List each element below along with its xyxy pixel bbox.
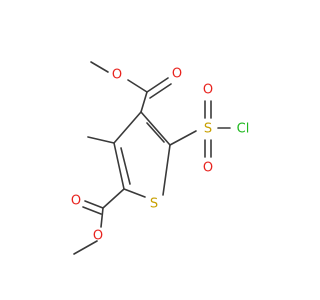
bond-c2-s1 — [123, 188, 146, 198]
bond-ester2-carbonyl-o — [84, 200, 104, 209]
bond-ring-ester2-c — [102, 188, 125, 209]
atom-label-o-ester1-single: O — [112, 68, 122, 83]
bond-c5-c2 — [113, 142, 125, 190]
bond-ester1-methyl — [90, 61, 109, 73]
bond-ester2-single-o — [100, 207, 104, 228]
atom-label-s-ring: S — [150, 197, 158, 212]
bond-c4-c5 — [113, 111, 142, 144]
bond-c5-c2-double — [120, 147, 131, 185]
bond-s1-c-sulfonyl — [162, 144, 171, 196]
molecule-canvas: O O S O O Cl S O O — [70, 61, 250, 255]
bond-ester2-methyl — [73, 240, 98, 255]
atom-label-o-sulfonyl-bottom: O — [203, 161, 213, 176]
atom-label-o-ester1-carbonyl: O — [172, 67, 182, 82]
atom-label-o-ester2-single: O — [93, 229, 103, 244]
bond-ester1-carbonyl-o — [146, 77, 169, 93]
bond-c3-c4-double — [146, 122, 165, 143]
atom-label-o-ester2-carbonyl: O — [71, 194, 81, 209]
bond-ring-methyl — [87, 136, 115, 144]
bond-ester2-carbonyl-o-double — [82, 206, 102, 215]
bond-ring-ester1-c — [140, 91, 148, 113]
molecule-structure: O O S O O Cl S O O — [71, 61, 250, 255]
bond-ring-sulfonyl-s — [169, 130, 197, 146]
bond-ester1-single-o — [127, 79, 148, 93]
atom-label-o-sulfonyl-top: O — [203, 83, 213, 98]
atom-label-s-sulfonyl: S — [204, 122, 212, 137]
atom-label-cl: Cl — [237, 122, 250, 137]
bond-ester1-carbonyl-o-double — [149, 83, 172, 99]
bond-c3-c4 — [140, 111, 171, 146]
